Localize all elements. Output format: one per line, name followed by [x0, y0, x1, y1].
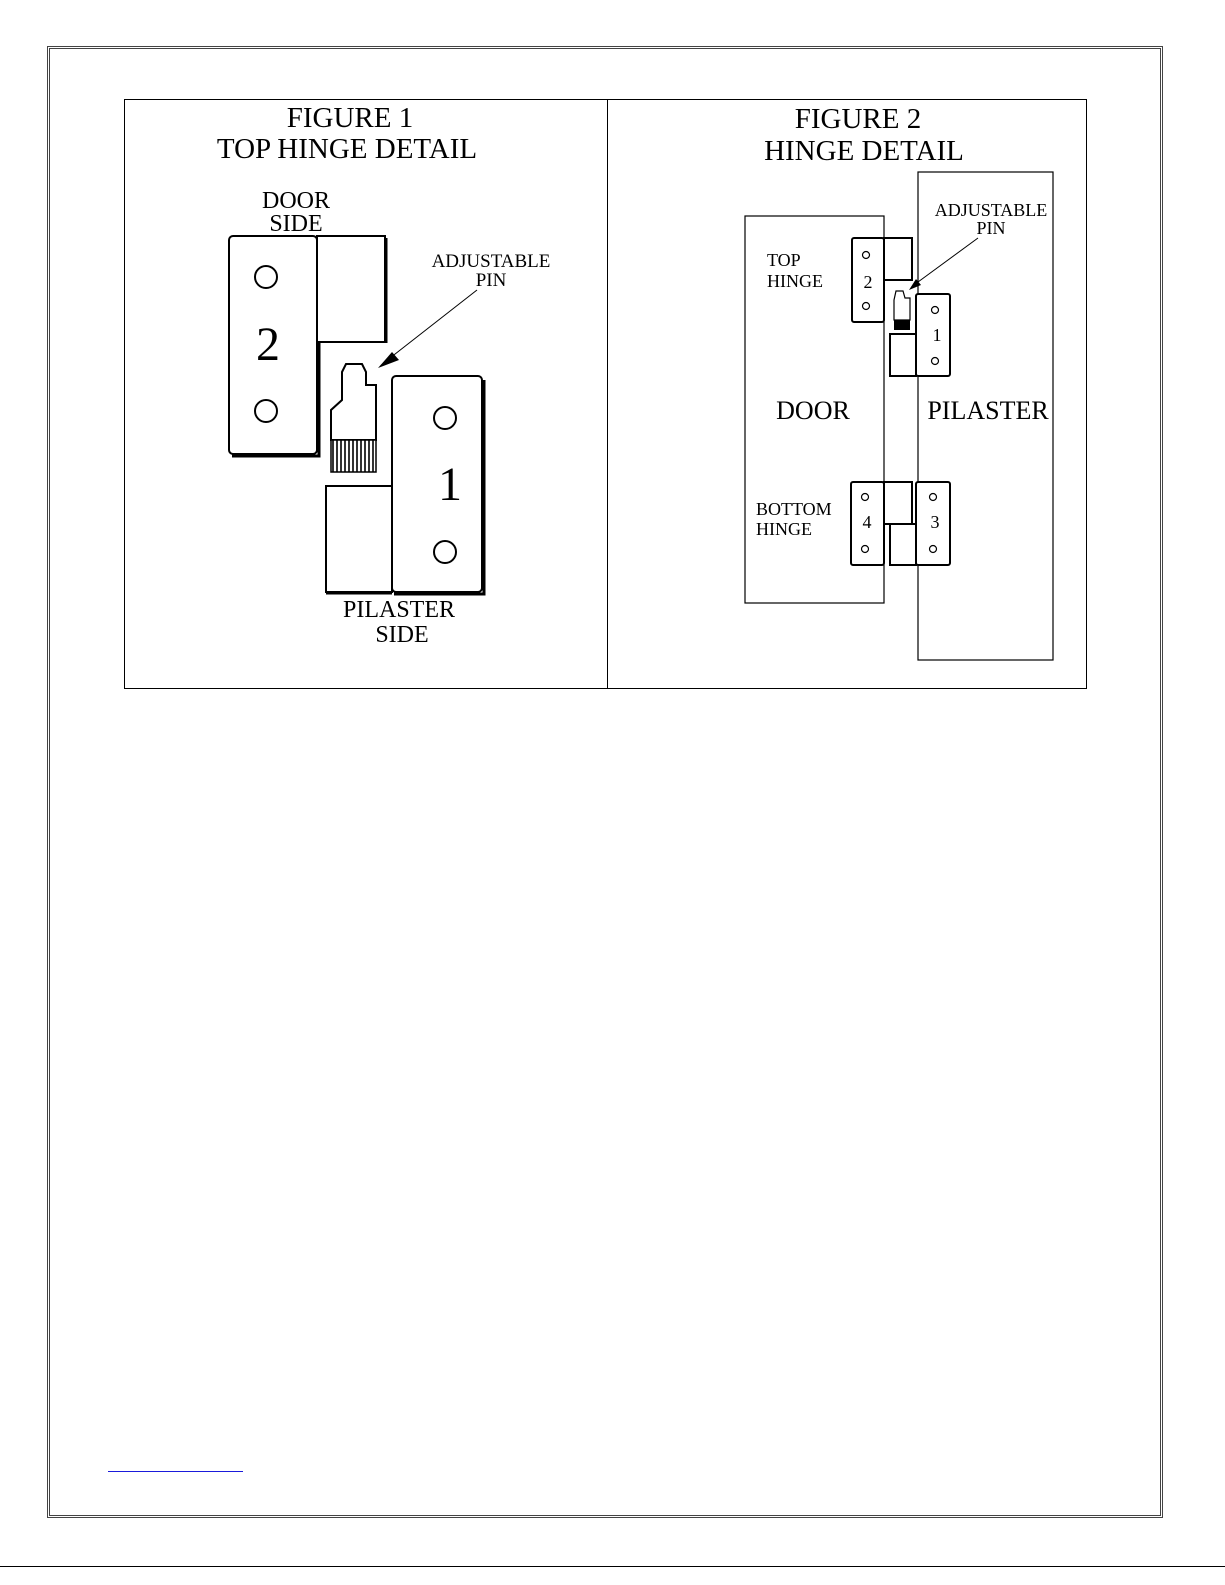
screw-hole	[255, 400, 277, 422]
pin-label-line2: PIN	[976, 218, 1005, 238]
figure-1: FIGURE 1 TOP HINGE DETAIL DOOR SIDE 2 AD…	[217, 102, 551, 648]
figure-1-title-line2: TOP HINGE DETAIL	[217, 133, 477, 165]
pin-label-line2: PIN	[476, 270, 507, 291]
pilaster-side-label-line2: SIDE	[375, 622, 428, 648]
figure-1-title-line1: FIGURE 1	[287, 102, 413, 134]
screw-hole	[434, 407, 456, 429]
adjustable-pin	[894, 291, 910, 320]
figure-2-title-line2: HINGE DETAIL	[764, 135, 964, 167]
figure-2: FIGURE 2 HINGE DETAIL ADJUSTABLE PIN TOP…	[745, 103, 1053, 660]
page-bottom-rule	[0, 1566, 1225, 1567]
hinge-number-3: 3	[931, 512, 940, 532]
hinge-number-1: 1	[438, 458, 462, 511]
top-hinge-label-line2: HINGE	[767, 271, 823, 291]
top-hinge-label-line1: TOP	[767, 250, 801, 270]
hinge-number-1: 1	[933, 325, 942, 345]
pin-label-line1: ADJUSTABLE	[432, 251, 551, 272]
pin-leader-arrow	[378, 290, 477, 368]
screw-hole	[255, 266, 277, 288]
bottom-hinge: 4 3	[851, 482, 950, 565]
bottom-hinge-label-line1: BOTTOM	[756, 499, 832, 519]
door-label: DOOR	[776, 396, 850, 425]
footer-link-underline[interactable]	[108, 1471, 243, 1472]
screw-hole	[434, 541, 456, 563]
pilaster-side-label-line1: PILASTER	[343, 597, 455, 623]
pin-label-line1: ADJUSTABLE	[935, 200, 1048, 220]
bottom-hinge-label-line2: HINGE	[756, 519, 812, 539]
door-side-label-line2: SIDE	[269, 211, 322, 237]
pilaster-label: PILASTER	[927, 396, 1049, 425]
hinge-number-4: 4	[863, 512, 872, 532]
hinge-number-2: 2	[256, 318, 280, 371]
hinge-number-2: 2	[864, 272, 873, 292]
adjustable-pin	[331, 364, 376, 472]
figure-2-title-line1: FIGURE 2	[795, 103, 921, 135]
